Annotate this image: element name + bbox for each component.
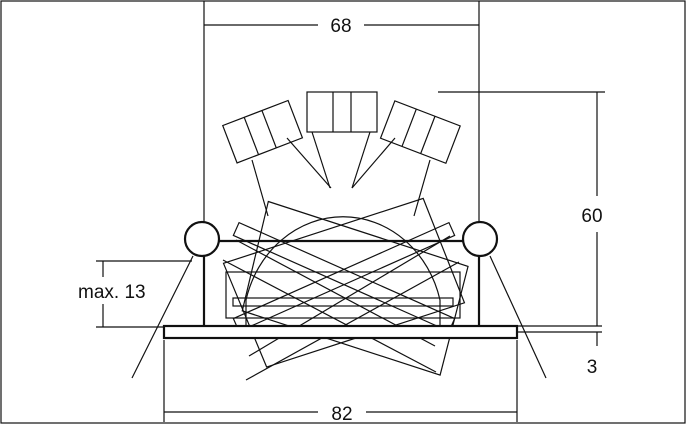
connector-center [306,91,378,189]
dimension-label-3: 3 [587,357,598,378]
spring-clip-left [131,220,221,379]
dimension-outer-width: 82 [163,340,518,424]
connector-right [351,100,461,217]
spring-clip-right [461,220,547,379]
dimension-label-max-13: max. 13 [78,282,146,303]
connector-left [221,99,332,217]
dimension-label-60: 60 [581,206,602,227]
dimension-max-depth: max. 13 [78,260,192,328]
lamp-dome [245,216,441,326]
dimension-label-82: 82 [331,404,352,424]
dimension-flange-thickness: 3 [516,325,602,378]
dimension-top-width: 68 [203,1,480,248]
mounting-frame [162,239,519,340]
dimension-label-68: 68 [330,16,351,37]
dimension-height: 60 [438,91,605,326]
